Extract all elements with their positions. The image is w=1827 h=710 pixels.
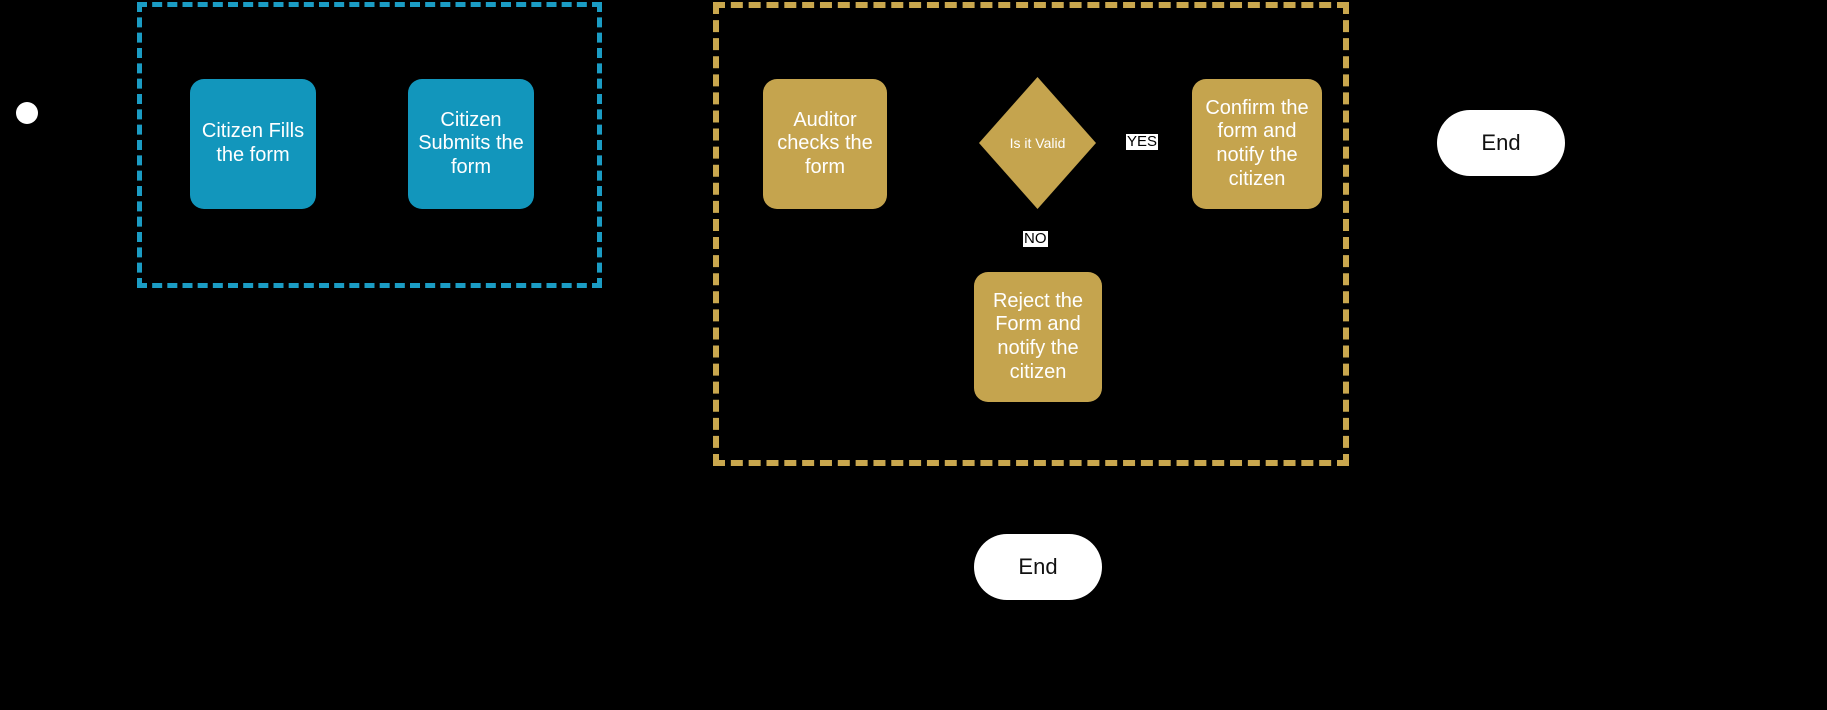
node-reject-the-form-and-notify-the-citizen[interactable]: Reject the Form and notify the citizen	[974, 272, 1102, 402]
node-auditor-checks-the-form[interactable]: Auditor checks the form	[763, 79, 887, 209]
node-end-right[interactable]: End	[1437, 110, 1565, 176]
node-is-it-valid-decision[interactable]: Is it Valid	[979, 77, 1096, 209]
start-node-icon[interactable]	[16, 102, 38, 124]
edge-label-no: NO	[1023, 230, 1048, 247]
node-confirm-the-form-and-notify-the-citizen[interactable]: Confirm the form and notify the citizen	[1192, 79, 1322, 209]
auditor-lane-container[interactable]	[713, 2, 1349, 466]
edge-label-yes: YES	[1126, 133, 1159, 150]
node-end-bottom[interactable]: End	[974, 534, 1102, 600]
citizen-lane-container[interactable]	[137, 2, 602, 288]
node-citizen-fills-the-form[interactable]: Citizen Fills the form	[190, 79, 316, 209]
node-citizen-submits-the-form[interactable]: Citizen Submits the form	[408, 79, 534, 209]
decision-label: Is it Valid	[1009, 135, 1066, 151]
